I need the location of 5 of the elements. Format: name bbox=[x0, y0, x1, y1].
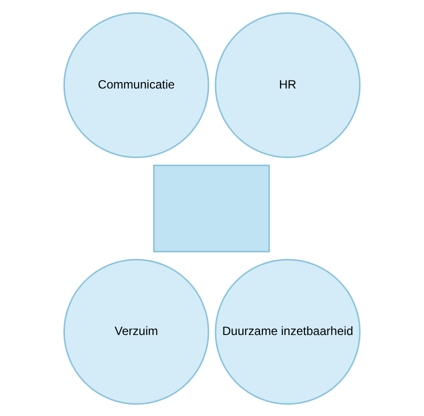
node-circle: HR bbox=[214, 12, 361, 158]
node-box bbox=[153, 164, 270, 252]
node-circle: Duurzame inzetbaarheid bbox=[214, 258, 361, 404]
node-circle: Verzuim bbox=[63, 258, 210, 404]
node-circle: Communicatie bbox=[63, 12, 210, 158]
